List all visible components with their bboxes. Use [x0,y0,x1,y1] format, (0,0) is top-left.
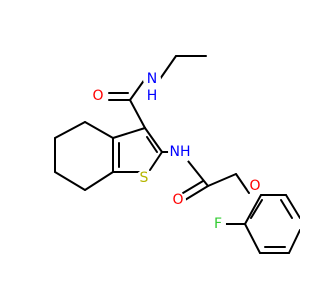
atom-f-fluoro: F [214,216,222,232]
bond [54,171,86,191]
bond [288,229,300,254]
bond [244,194,262,225]
bond [144,127,163,153]
bond [182,180,204,194]
atom-n-ethylamide: N [147,71,157,87]
atom-layer: O N H NH S O O F [90,70,263,232]
atom-o-carbonyl-acetamide: O [172,192,183,208]
bond [149,151,163,171]
atom-o-ether: O [249,178,260,194]
molecule-structure: O N H NH S O O F [54,55,300,254]
atom-nh-amide: NH [170,144,191,160]
atom-n-h: H [147,88,158,104]
bond [159,55,177,80]
atom-bg [210,216,226,232]
atom-bg [136,170,152,186]
bond-layer [54,55,300,254]
bond [129,78,146,101]
bond [146,136,158,153]
bond [54,121,86,139]
atom-o-carbonyl-amide: O [92,88,103,104]
atom-bg [170,192,186,208]
bond [184,185,209,201]
bond [207,173,237,187]
bond [187,160,209,187]
bond [235,173,250,194]
atom-s-thiophene: S [140,170,149,186]
bond [244,223,261,254]
bond [250,199,263,219]
bond [129,99,146,129]
atom-bg [168,140,192,164]
atom-bg [143,70,161,88]
bond [285,194,300,219]
bond [280,199,293,219]
bond [84,121,114,139]
atom-bg [247,178,263,194]
bond [84,171,114,191]
atom-bg [90,88,106,104]
bond [112,127,146,139]
